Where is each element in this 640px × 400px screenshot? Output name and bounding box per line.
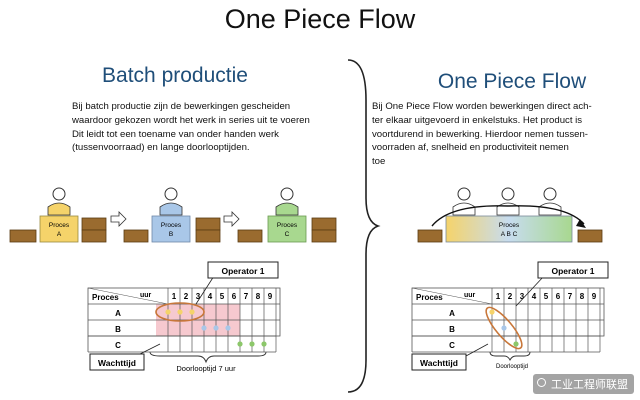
opf-row-b: B — [449, 325, 455, 334]
page-title: One Piece Flow — [224, 4, 416, 34]
batch-operator-label: Operator 1 — [222, 266, 265, 276]
batch-lead-brace — [149, 351, 267, 364]
opf-wait-label: Wachttijd — [420, 358, 458, 368]
opf-wait-callout — [411, 353, 467, 371]
opf-paragraph: Bij One Piece Flow worden bewerkingen di… — [372, 100, 592, 169]
opf-line-1: Bij One Piece Flow worden bewerkingen di… — [372, 101, 592, 112]
batch-row-a: A — [115, 309, 121, 318]
batch-line-1: Bij batch productie zijn de bewerkingen … — [72, 101, 291, 112]
opf-hour-6: 6 — [556, 292, 561, 301]
opf-operator-label: Operator 1 — [552, 266, 595, 276]
batch-operator-callout — [207, 261, 279, 279]
batch-paragraph: Bij batch productie zijn de bewerkingen … — [72, 100, 310, 155]
opf-hour-8: 8 — [580, 292, 585, 301]
batch-line-3: Dit leidt tot een toename van onder hand… — [72, 128, 279, 140]
opf-line-4: voorraden af, snelheid en productiviteit… — [372, 142, 569, 154]
station-a-sub: A — [57, 231, 62, 238]
station-c-sub: C — [285, 231, 290, 238]
station-c: Proces C — [237, 187, 337, 243]
batch-hour-9: 9 — [268, 292, 273, 301]
opf-corner-uur: uur — [464, 292, 476, 299]
batch-heading: Batch productie — [102, 64, 248, 87]
station-abc-label: Proces — [499, 222, 520, 229]
station-b: Proces B — [123, 187, 221, 243]
batch-corner-proces: Proces — [92, 293, 119, 302]
flow-arrow-icon — [431, 205, 585, 227]
batch-hour-4: 4 — [208, 292, 213, 301]
batch-lead-label: Doorlooptijd 7 uur — [176, 364, 236, 373]
opf-operator-oval — [485, 306, 523, 350]
opf-heading: One Piece Flow — [437, 70, 587, 93]
batch-hour-2: 2 — [184, 292, 189, 301]
station-abc: Proces A B C — [417, 187, 603, 243]
wait-cell-b — [156, 304, 240, 320]
opf-operator-callout — [537, 261, 609, 279]
batch-line-2: waardoor gekozen wordt het werk in serie… — [72, 114, 310, 126]
batch-corner-uur: uur — [140, 292, 152, 299]
divider-brace — [347, 59, 381, 393]
station-c-label: Proces — [277, 222, 298, 229]
arrow-a-b-icon — [110, 211, 127, 227]
watermark: 工业工程师联盟 — [533, 374, 634, 394]
batch-hour-8: 8 — [256, 292, 261, 301]
opf-hour-2: 2 — [508, 292, 513, 301]
batch-wait-callout — [89, 353, 145, 371]
opf-line-5: toe — [372, 156, 386, 168]
batch-operator-oval — [155, 302, 205, 322]
batch-line-4: (tussenvoorraad) en lange doorlooptijden… — [72, 142, 250, 154]
opf-line-3: voortdurend in bewerking. Hierdoor nemen… — [372, 128, 588, 140]
station-abc-sub: A B C — [501, 231, 518, 238]
opf-lead-brace — [489, 351, 531, 362]
batch-hour-6: 6 — [232, 292, 237, 301]
opf-lead-label: Doorlooptijd — [496, 364, 528, 370]
batch-wait-label: Wachttijd — [98, 358, 136, 368]
station-a: Proces A — [9, 187, 107, 243]
batch-row-c: C — [115, 341, 121, 350]
station-b-label: Proces — [161, 222, 182, 229]
batch-hour-5: 5 — [220, 292, 225, 301]
arrow-b-c-icon — [223, 211, 240, 227]
opf-line-2: ter elkaar uitgevoerd in enkelstuks. Het… — [372, 114, 583, 126]
watermark-text: 工业工程师联盟 — [551, 379, 628, 391]
opf-hour-3: 3 — [520, 292, 525, 301]
station-a-label: Proces — [49, 222, 70, 229]
opf-hour-5: 5 — [544, 292, 549, 301]
opf-corner-proces: Proces — [416, 293, 443, 302]
batch-hour-1: 1 — [172, 292, 177, 301]
batch-hour-7: 7 — [244, 292, 249, 301]
batch-hour-3: 3 — [196, 292, 201, 301]
opf-hour-7: 7 — [568, 292, 573, 301]
opf-hour-4: 4 — [532, 292, 537, 301]
opf-hour-9: 9 — [592, 292, 597, 301]
wechat-icon — [537, 378, 546, 387]
opf-row-c: C — [449, 341, 455, 350]
station-b-sub: B — [169, 231, 173, 238]
opf-row-a: A — [449, 309, 455, 318]
batch-row-b: B — [115, 325, 121, 334]
opf-hour-1: 1 — [496, 292, 501, 301]
wait-cell-c — [156, 320, 240, 336]
